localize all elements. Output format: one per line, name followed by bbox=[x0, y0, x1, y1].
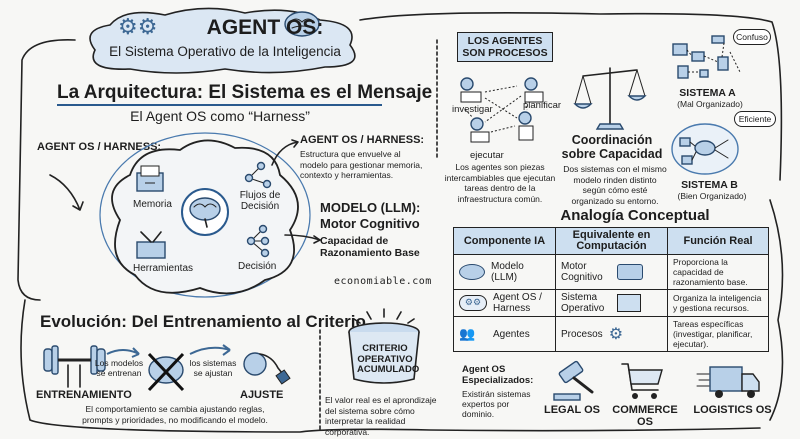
messy-system-icon bbox=[672, 35, 741, 79]
workers-diagram bbox=[460, 77, 544, 143]
header-component: Componente IA bbox=[453, 227, 556, 255]
architecture-heading: La Arquitectura: El Sistema es el Mensaj… bbox=[57, 82, 433, 103]
cloud-gears-icon: ⚙⚙ bbox=[459, 295, 487, 311]
heading-underline bbox=[57, 104, 382, 106]
system-a-title: SISTEMA A bbox=[679, 87, 736, 99]
coordination-title: Coordinación sobre Capacidad bbox=[561, 133, 663, 161]
model-desc: Capacidad de Razonamiento Base bbox=[320, 235, 420, 259]
decision-tree-icon bbox=[246, 224, 270, 258]
flow-icon bbox=[244, 161, 272, 189]
watermark: economiable.com bbox=[334, 276, 432, 287]
node-flujos: Flujos de Decisión bbox=[239, 190, 281, 212]
criterio-desc: El valor real es el aprondizaje del sist… bbox=[325, 395, 437, 437]
label-planificar: planificar bbox=[523, 100, 562, 111]
component-name: Modelo (LLM) bbox=[491, 261, 524, 283]
agents-box: LOS AGENTES SON PROCESOS bbox=[457, 32, 553, 62]
equivalent-name: Motor Cognitivo bbox=[561, 261, 603, 283]
architecture-subheading: El Agent OS como “Harness” bbox=[130, 108, 310, 124]
function-text: Proporciona la capacidad de razonamiento… bbox=[667, 254, 769, 290]
brain-icon bbox=[284, 11, 320, 37]
brain-core-icon bbox=[181, 188, 229, 236]
toolbox-icon bbox=[136, 231, 166, 259]
training-label: ENTRENAMIENTO bbox=[36, 389, 132, 401]
table-row: 👥 Agentes Procesos ⚙ Tareas específicas (i… bbox=[453, 316, 769, 352]
eficiente-bubble: Eficiente bbox=[734, 111, 776, 127]
legal-os-label: LEGAL OS bbox=[543, 404, 601, 416]
analogy-table: Componente IA Equivalente en Computación… bbox=[453, 227, 769, 352]
table-row: ⚙⚙ Agent OS / Harness Sistema Operativo O… bbox=[453, 289, 769, 317]
gears-icon: ⚙⚙ bbox=[118, 14, 158, 39]
equivalent-name: Procesos bbox=[561, 328, 603, 340]
file-cabinet-icon bbox=[136, 165, 164, 192]
specialized-title: Agent OS Especializados: bbox=[462, 364, 534, 386]
system-a-sub: (Mal Organizado) bbox=[677, 99, 743, 109]
evolution-heading: Evolución: Del Entrenamiento al Criterio bbox=[40, 312, 366, 331]
header-function: Función Real bbox=[667, 227, 769, 255]
model-title-line1: MODELO (LLM): bbox=[320, 200, 421, 215]
adjust-label: AJUSTE bbox=[240, 389, 284, 401]
gears-icon: ⚙ bbox=[608, 326, 624, 343]
header-equivalent: Equivalente en Computación bbox=[555, 227, 668, 255]
label-ejecutar: ejecutar bbox=[470, 150, 504, 161]
model-title-line2: Motor Cognitivo bbox=[320, 216, 420, 231]
system-b-title: SISTEMA B bbox=[681, 179, 738, 191]
specialized-desc: Existirán sistemas expertos por dominio. bbox=[462, 389, 531, 419]
evolution-desc: El comportamiento se cambia ajustando re… bbox=[82, 404, 268, 425]
arrows bbox=[271, 139, 321, 244]
organized-system-icon bbox=[671, 123, 739, 175]
harness-left-label: AGENT OS / HARNESS: bbox=[37, 141, 162, 153]
coordination-desc: Dos sistemas con el mismo modelo rinden … bbox=[563, 164, 667, 206]
system-b-sub: (Bien Organizado) bbox=[677, 191, 747, 201]
shopping-cart-icon bbox=[621, 363, 663, 399]
harness-title: AGENT OS / HARNESS: bbox=[300, 134, 425, 146]
logistics-os-label: LOGISTICS OS bbox=[693, 404, 772, 416]
scale-icon bbox=[573, 67, 647, 130]
component-name: Agent OS / Harness bbox=[493, 292, 542, 314]
models-trained-caption: Los modelos se entrenan bbox=[94, 358, 144, 378]
engine-icon bbox=[617, 264, 643, 280]
function-text: Organiza la inteligencia y gestiona recu… bbox=[667, 289, 769, 317]
arrow-right bbox=[106, 344, 231, 358]
crossed-brain-icon bbox=[147, 352, 185, 392]
agents-desc: Los agentes son piezas intercambiables q… bbox=[444, 162, 556, 204]
equivalent-name: Sistema Operativo bbox=[561, 292, 605, 314]
node-herramientas: Herramientas bbox=[133, 263, 194, 274]
main-title: AGENT OS: bbox=[206, 16, 324, 39]
gavel-icon bbox=[553, 360, 594, 401]
table-header-row: Componente IA Equivalente en Computación… bbox=[453, 227, 769, 255]
node-decision: Decisión bbox=[238, 261, 277, 272]
confuso-bubble: Confuso bbox=[733, 29, 771, 45]
component-name: Agentes bbox=[493, 328, 530, 340]
bucket-label: CRITERIO OPERATIVO ACUMULADO bbox=[357, 343, 420, 375]
truck-icon bbox=[696, 366, 760, 398]
commerce-os-label: COMMERCE OS bbox=[612, 404, 678, 428]
node-memoria: Memoria bbox=[133, 199, 172, 210]
bucket-icon bbox=[348, 308, 420, 384]
function-text: Tareas específicas (investigar, planific… bbox=[667, 316, 769, 352]
main-subtitle: El Sistema Operativo de la Inteligencia bbox=[109, 44, 341, 59]
brain-icon bbox=[459, 264, 485, 280]
label-investigar: investigar bbox=[452, 104, 493, 115]
hand-knob-icon bbox=[243, 352, 291, 385]
systems-adjusted-caption: los sistemas se ajustan bbox=[189, 358, 237, 378]
table-row: Modelo (LLM) Motor Cognitivo Proporciona… bbox=[453, 254, 769, 290]
harness-desc: Estructura que envuelve al modelo para g… bbox=[300, 149, 423, 180]
dumbbell-icon bbox=[43, 345, 106, 388]
monitor-icon bbox=[617, 294, 641, 312]
agents-group-icon: 👥 bbox=[459, 326, 476, 341]
analogy-heading: Analogía Conceptual bbox=[560, 207, 710, 224]
